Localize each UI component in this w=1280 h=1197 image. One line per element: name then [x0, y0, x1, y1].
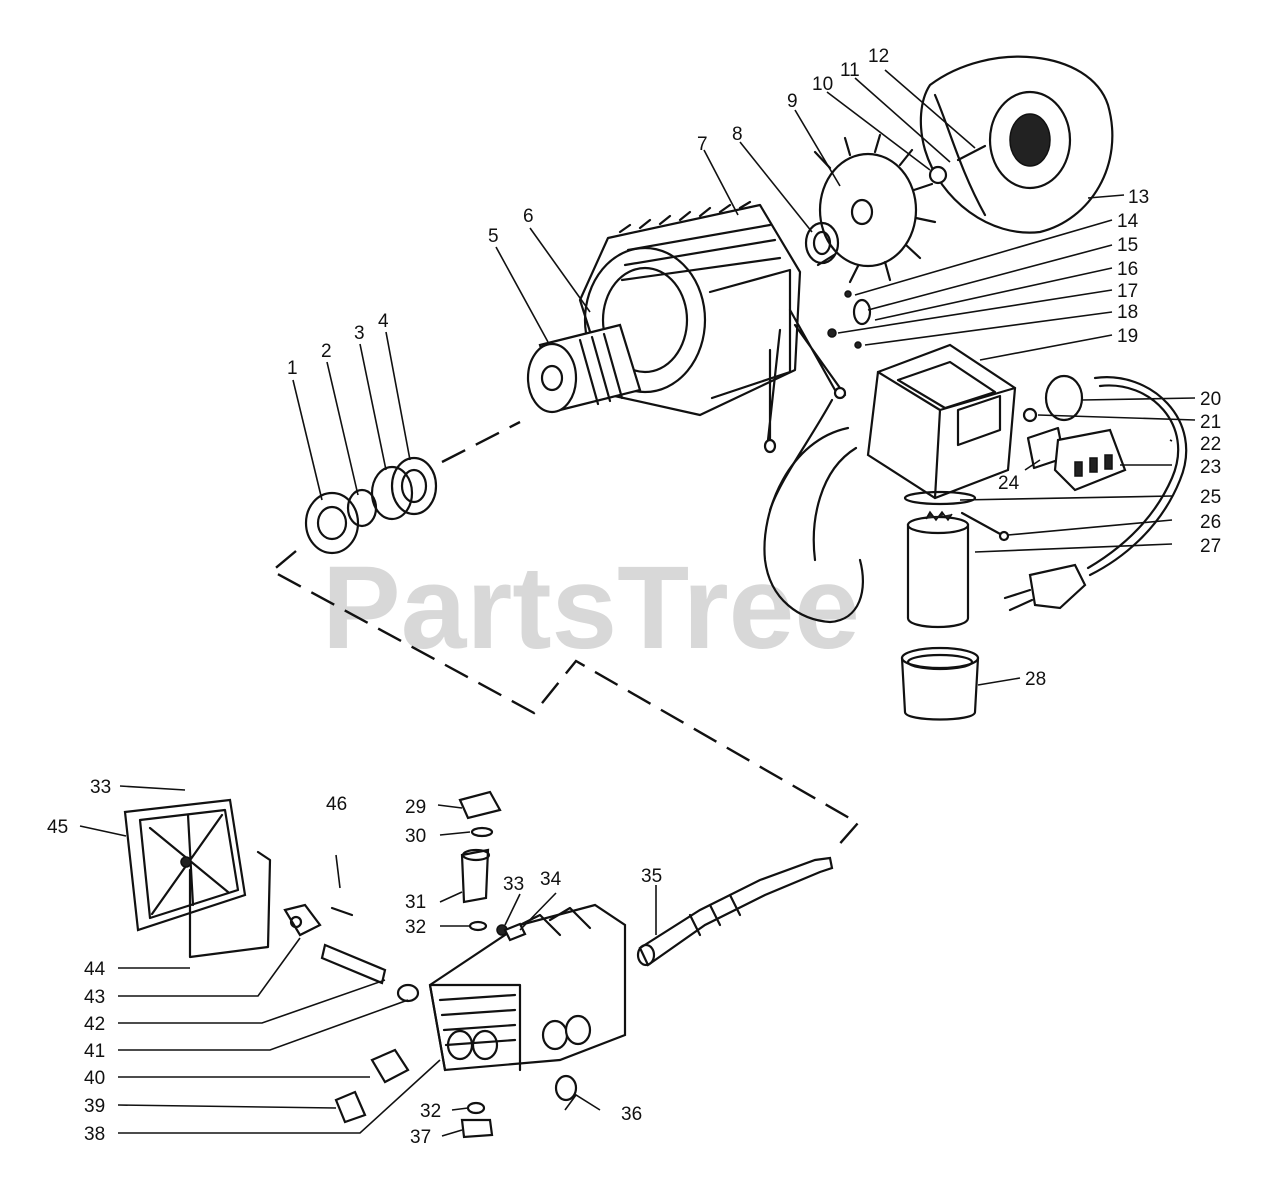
- callout-15: 15: [1117, 235, 1138, 256]
- callout-30: 30: [405, 826, 426, 847]
- callout-27: 27: [1200, 536, 1221, 557]
- watermark-logo: PartsTree: [322, 542, 860, 674]
- callout-41: 41: [84, 1041, 105, 1062]
- small-hardware-14-19: [827, 290, 872, 349]
- callout-3: 3: [354, 323, 365, 344]
- callout-26: 26: [1200, 512, 1221, 533]
- callout-37: 37: [410, 1127, 431, 1148]
- callout-25: 25: [1200, 487, 1221, 508]
- callout-45: 45: [47, 817, 68, 838]
- callout-28: 28: [1025, 669, 1046, 690]
- callout-33-upper: 33: [90, 777, 111, 798]
- callout-7: 7: [697, 134, 708, 155]
- callout-12: 12: [868, 46, 889, 67]
- assembly-line-bearing-rotor: [441, 420, 521, 464]
- callout-42: 42: [84, 1014, 105, 1035]
- callout-6: 6: [523, 206, 534, 227]
- pump-small-parts: [283, 903, 578, 1139]
- callout-32-lower: 32: [420, 1101, 441, 1122]
- pump-gasket-wire: [188, 850, 272, 959]
- callout-20: 20: [1200, 389, 1221, 410]
- bearing-assembly: [304, 456, 438, 555]
- callout-14: 14: [1117, 211, 1139, 232]
- callout-43: 43: [84, 987, 105, 1008]
- rotor-shaft: [526, 323, 642, 414]
- fan-assembly: [804, 133, 937, 284]
- leader-lines: [79, 69, 1196, 1137]
- callout-11: 11: [840, 60, 860, 81]
- callout-8: 8: [732, 124, 743, 145]
- callout-39: 39: [84, 1096, 105, 1117]
- callout-numbers: 1 2 3 4 5 6 7 8 9 10 11 12 13 14 15 16 1…: [47, 46, 1221, 1148]
- callout-29: 29: [405, 797, 426, 818]
- callout-5: 5: [488, 226, 499, 247]
- power-cord: [763, 376, 1188, 624]
- callout-10: 10: [812, 74, 833, 95]
- callout-44: 44: [84, 959, 106, 980]
- callout-35: 35: [641, 866, 662, 887]
- callout-46: 46: [326, 794, 347, 815]
- callout-36: 36: [621, 1104, 642, 1125]
- callout-2: 2: [321, 341, 332, 362]
- terminal-box: [866, 343, 1017, 506]
- callout-17: 17: [1117, 281, 1138, 302]
- callout-22: 22: [1200, 434, 1221, 455]
- assembly-line-shaft: [269, 550, 860, 849]
- callout-9: 9: [787, 91, 798, 112]
- callout-38: 38: [84, 1124, 105, 1145]
- switch-and-plug-parts: [1022, 374, 1127, 492]
- callout-33-lower: 33: [503, 874, 524, 895]
- pump-body: [428, 903, 627, 1072]
- callout-19: 19: [1117, 326, 1138, 347]
- callout-4: 4: [378, 311, 389, 332]
- unloader-parts: [458, 790, 527, 942]
- callout-1: 1: [287, 358, 298, 379]
- fan-shroud: [919, 55, 1114, 234]
- pump-cover-plate: [123, 798, 247, 932]
- motor-housing: [578, 200, 847, 454]
- callout-21: 21: [1200, 412, 1221, 433]
- capacitor: [906, 510, 1010, 629]
- callout-32-upper: 32: [405, 917, 426, 938]
- callout-34: 34: [540, 869, 562, 890]
- capacitor-cup: [900, 646, 980, 721]
- callout-31: 31: [405, 892, 426, 913]
- callout-23: 23: [1200, 457, 1221, 478]
- callout-16: 16: [1117, 259, 1138, 280]
- callout-18: 18: [1117, 302, 1138, 323]
- callout-24: 24: [998, 473, 1020, 494]
- pump-shaft: [636, 856, 834, 967]
- callout-40: 40: [84, 1068, 105, 1089]
- callout-13: 13: [1128, 187, 1149, 208]
